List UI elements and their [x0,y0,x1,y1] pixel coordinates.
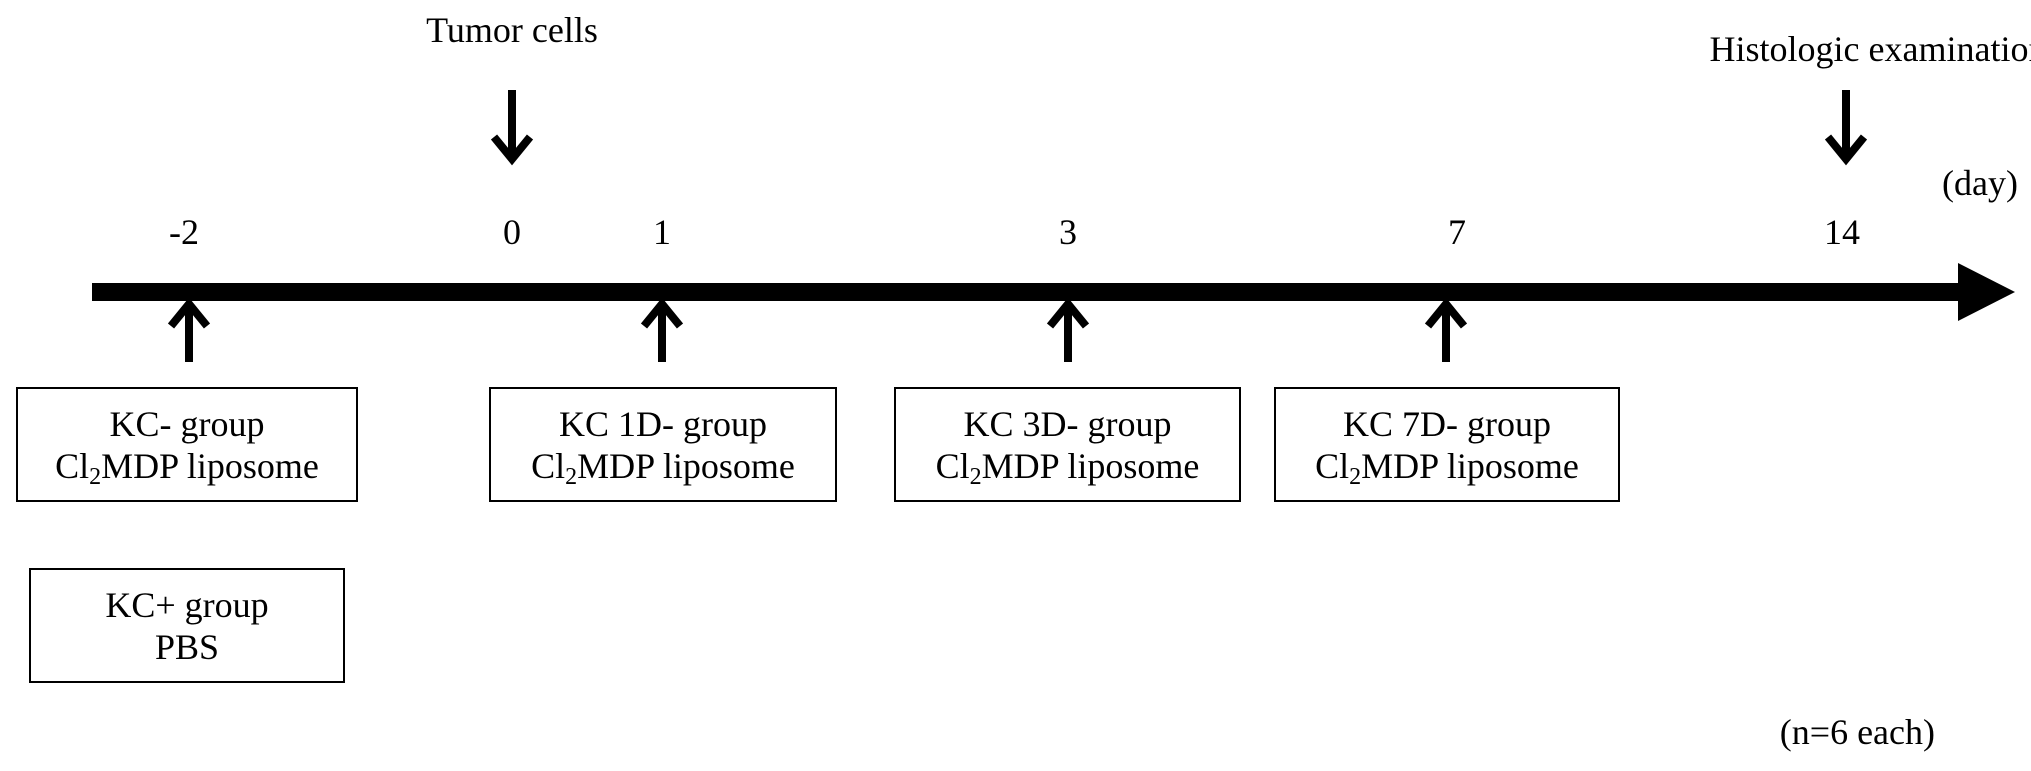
day-3-up-arrow [1046,297,1090,362]
day-1-up-arrow [640,297,684,362]
day-unit-label: (day) [1942,163,2018,203]
kc-minus-group-box: KC- group Cl2MDP liposome [16,387,358,502]
kc-3d-group-box: KC 3D- group Cl2MDP liposome [894,387,1241,502]
kc-plus-group-box: KC+ group PBS [29,568,345,683]
day-label-0: 0 [503,212,521,252]
day-7-up-arrow [1424,297,1468,362]
day-label-14: 14 [1824,212,1860,252]
tumor-cells-down-arrow [490,90,534,166]
group-name: KC+ group [105,584,269,625]
day-label-7: 7 [1448,212,1466,252]
histologic-examination-label: Histologic examination [1709,29,2031,69]
kc-7d-group-box: KC 7D- group Cl2MDP liposome [1274,387,1620,502]
tumor-cells-label: Tumor cells [426,10,598,50]
group-treatment: Cl2MDP liposome [531,445,795,490]
histologic-examination-down-arrow [1824,90,1868,166]
group-treatment: PBS [154,626,220,667]
kc-1d-group-box: KC 1D- group Cl2MDP liposome [489,387,837,502]
day-label-3: 3 [1059,212,1077,252]
sample-size-footnote: (n=6 each) [1779,712,1935,752]
day-label-minus2: -2 [169,212,199,252]
group-treatment: Cl2MDP liposome [935,445,1200,490]
day-label-1: 1 [653,212,671,252]
group-name: KC 7D- group [1343,403,1551,444]
group-name: KC 3D- group [963,403,1172,444]
group-treatment: Cl2MDP liposome [1315,445,1579,490]
day-minus2-up-arrow [167,297,211,362]
group-name: KC 1D- group [559,403,767,444]
group-treatment: Cl2MDP liposome [55,445,319,490]
group-name: KC- group [109,403,265,444]
time-axis-arrowhead [1958,263,2015,321]
